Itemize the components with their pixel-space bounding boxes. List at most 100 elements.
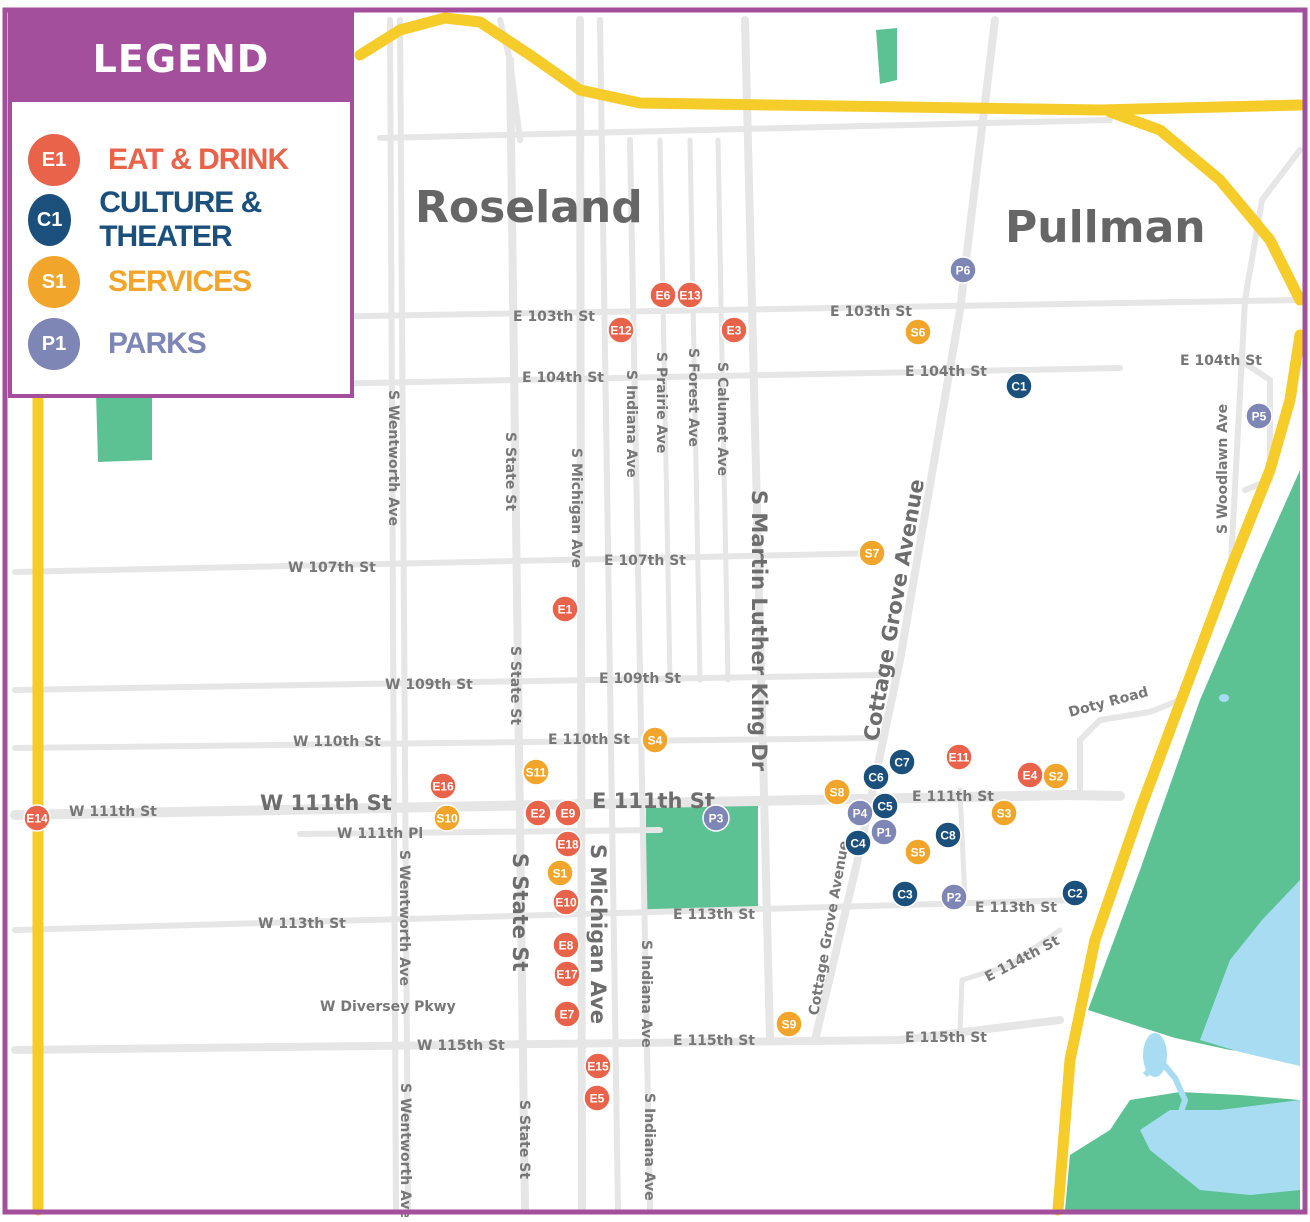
marker-s5[interactable]: S5 [904,838,932,866]
marker-e2[interactable]: E2 [524,799,552,827]
marker-c5[interactable]: C5 [871,792,899,820]
marker-circle [949,256,977,284]
marker-label: E12 [610,324,632,338]
marker-circle [846,799,874,827]
marker-e7[interactable]: E7 [553,1000,581,1028]
marker-label: S10 [436,812,458,826]
legend-marker-s1: S1 [28,256,80,308]
marker-c8[interactable]: C8 [934,821,962,849]
marker-p1[interactable]: P1 [870,818,898,846]
marker-c2[interactable]: C2 [1061,879,1089,907]
street-label-e113b: E 113th St [975,900,1057,916]
pond-small-2 [1143,1033,1167,1077]
marker-e10[interactable]: E10 [552,888,580,916]
marker-c4[interactable]: C4 [844,829,872,857]
marker-label: C4 [850,837,866,851]
marker-s4[interactable]: S4 [641,726,669,754]
marker-circle [1245,402,1273,430]
marker-circle [552,931,580,959]
marker-label: E18 [557,838,579,852]
marker-e3[interactable]: E3 [720,316,748,344]
street-label-e109: E 109th St [599,671,681,687]
marker-circle [858,539,886,567]
marker-e6[interactable]: E6 [649,281,677,309]
marker-c6[interactable]: C6 [862,763,890,791]
marker-circle [870,818,898,846]
marker-e8[interactable]: E8 [552,931,580,959]
marker-e14[interactable]: E14 [23,804,51,832]
marker-p6[interactable]: P6 [949,256,977,284]
marker-e18[interactable]: E18 [554,830,582,858]
marker-label: E1 [558,603,573,617]
marker-e12[interactable]: E12 [607,316,635,344]
street-label-e110: E 110th St [548,732,630,748]
marker-e16[interactable]: E16 [429,772,457,800]
marker-s11[interactable]: S11 [522,758,550,786]
marker-label: S1 [553,867,568,881]
street-label-wentworth-3: S Wentworth Ave [397,1083,413,1217]
marker-circle [641,726,669,754]
marker-e17[interactable]: E17 [553,960,581,988]
legend-marker-p1: P1 [28,318,80,370]
street-label-e114: E 114th St [982,933,1062,986]
marker-s8[interactable]: S8 [823,778,851,806]
marker-c1[interactable]: C1 [1005,372,1033,400]
marker-circle [904,318,932,346]
marker-circle [844,829,872,857]
marker-c3[interactable]: C3 [891,880,919,908]
legend-marker-c1: C1 [28,194,72,246]
marker-c7[interactable]: C7 [888,748,916,776]
marker-circle [23,804,51,832]
marker-label: S9 [782,1018,797,1032]
street-label-michigan-1: S Michigan Ave [568,448,584,568]
street-label-indiana-3: S Indiana Ave [641,1093,657,1201]
legend-label-eat-drink: EAT & DRINK [108,143,289,176]
marker-label: P6 [956,264,971,278]
marker-label: E9 [561,807,576,821]
marker-s10[interactable]: S10 [433,804,461,832]
marker-label: P4 [853,807,868,821]
marker-s2[interactable]: S2 [1042,762,1070,790]
legend-label-services: SERVICES [108,265,252,298]
marker-s6[interactable]: S6 [904,318,932,346]
street-label-w111pl: W 111th Pl [337,826,423,842]
marker-e1[interactable]: E1 [551,595,579,623]
marker-circle [1042,762,1070,790]
marker-circle [524,799,552,827]
marker-p4[interactable]: P4 [846,799,874,827]
marker-s7[interactable]: S7 [858,539,886,567]
street-label-w111-small: W 111th St [69,804,157,820]
marker-e11[interactable]: E11 [945,743,973,771]
marker-circle [551,595,579,623]
marker-s3[interactable]: S3 [990,799,1018,827]
marker-label: E16 [432,780,454,794]
marker-label: E17 [556,968,578,982]
street-label-calumet: S Calumet Ave [714,362,730,476]
marker-s9[interactable]: S9 [775,1010,803,1038]
marker-s1[interactable]: S1 [546,859,574,887]
marker-circle [888,748,916,776]
legend-label-parks: PARKS [108,327,207,360]
marker-circle [775,1010,803,1038]
marker-p2[interactable]: P2 [940,883,968,911]
marker-circle [583,1084,611,1112]
marker-e5[interactable]: E5 [583,1084,611,1112]
marker-label: E7 [560,1008,575,1022]
marker-p3[interactable]: P3 [702,804,730,832]
pond-small [1219,694,1229,702]
marker-e15[interactable]: E15 [584,1052,612,1080]
marker-circle [720,316,748,344]
street-label-state-3: S State St [508,853,532,972]
marker-e4[interactable]: E4 [1016,761,1044,789]
street-label-indiana-2: S Indiana Ave [638,940,654,1048]
marker-p5[interactable]: P5 [1245,402,1273,430]
marker-e13[interactable]: E13 [676,281,704,309]
street-label-prairie: S Prairie Ave [653,352,669,453]
street-label-indiana-1: S Indiana Ave [623,370,639,478]
street-label-e115: E 115th St [673,1033,755,1049]
marker-label: S6 [911,326,926,340]
marker-e9[interactable]: E9 [554,799,582,827]
marker-circle [934,821,962,849]
marker-label: C1 [1011,380,1027,394]
